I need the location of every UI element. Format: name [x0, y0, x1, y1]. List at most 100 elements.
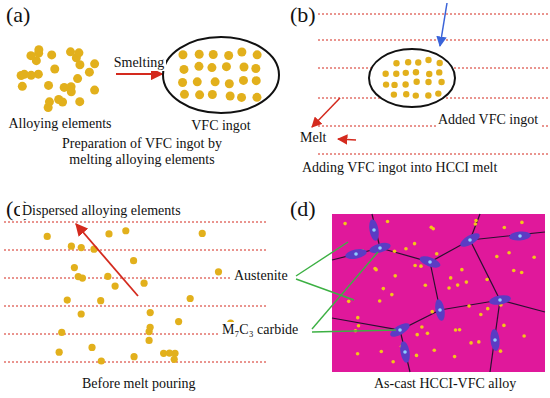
alloy-dot — [419, 264, 423, 268]
caption-text: Preparation of VFC ingot by melting allo… — [40, 136, 244, 168]
alloy-dot — [64, 296, 71, 303]
carbide — [458, 231, 482, 250]
alloy-dot — [211, 77, 220, 86]
carbide-core — [398, 328, 402, 332]
carbide-core — [468, 238, 472, 242]
alloy-dot — [45, 97, 54, 106]
carbide-core — [372, 228, 376, 232]
alloy-dot — [194, 62, 203, 71]
alloy-dot — [391, 360, 395, 364]
alloy-dot — [458, 328, 462, 332]
melt-line — [4, 250, 268, 251]
alloy-dot — [54, 95, 63, 104]
carbide — [488, 294, 511, 307]
melt-line — [318, 154, 548, 155]
alloy-dot — [215, 268, 222, 275]
alloy-dot — [44, 233, 51, 240]
carbide-core — [493, 338, 497, 342]
alloy-dot — [104, 273, 111, 280]
grain-boundary — [490, 300, 500, 372]
alloy-dot — [430, 310, 434, 314]
alloy-dot — [44, 81, 53, 90]
alloy-dot — [405, 59, 411, 65]
alloy-dot — [166, 350, 173, 357]
carbide — [368, 218, 381, 241]
alloy-dot — [146, 328, 153, 335]
alloy-dot — [520, 221, 524, 225]
carbide — [418, 254, 442, 270]
alloy-dot — [393, 60, 399, 66]
alloy-dot — [112, 282, 119, 289]
alloy-dot — [460, 268, 464, 272]
alloy-dot — [420, 325, 424, 329]
alloy-dot — [415, 59, 421, 65]
alloy-dot — [253, 50, 262, 59]
alloy-dot — [390, 293, 394, 297]
alloy-dot — [68, 243, 75, 250]
melt-line — [4, 362, 268, 363]
alloy-dot — [27, 71, 36, 80]
alloy-dot — [382, 287, 386, 291]
alloy-dot — [224, 51, 233, 60]
ingot-ellipse: Added VFC ingot — [366, 46, 540, 128]
smelting-arrow — [116, 73, 162, 75]
alloy-dot — [222, 62, 231, 71]
panel-letter: (b) — [288, 2, 318, 27]
alloy-dot — [380, 350, 384, 354]
carbide-core — [518, 234, 522, 238]
alloy-dot — [88, 344, 95, 351]
leader-line — [312, 252, 378, 329]
alloy-dot — [347, 300, 351, 304]
alloy-dot — [425, 79, 431, 85]
alloy-dot — [520, 271, 524, 275]
alloy-dot — [199, 230, 206, 237]
alloy-dot — [413, 69, 419, 75]
alloy-dot — [50, 64, 59, 73]
carbide-core — [403, 350, 407, 354]
alloy-dot — [495, 255, 499, 259]
alloy-dot — [499, 349, 503, 353]
alloy-dot — [98, 357, 105, 364]
alloy-dot — [391, 82, 397, 88]
alloy-dot — [532, 255, 536, 259]
caption-text: Dispersed alloying elements — [20, 203, 183, 219]
alloy-dot — [486, 307, 490, 311]
alloy-dot — [391, 91, 397, 97]
alloy-dot — [239, 76, 248, 85]
melt-line — [4, 222, 268, 223]
panel-letter: (d) — [288, 196, 318, 221]
alloy-dot — [393, 70, 399, 76]
add-arrow — [440, 3, 447, 46]
alloy-dot — [426, 71, 432, 77]
alloy-dot — [85, 68, 94, 77]
grain-boundary — [470, 240, 500, 300]
alloy-dot — [386, 220, 390, 224]
alloy-dot — [56, 349, 63, 356]
alloy-dot — [413, 242, 417, 246]
alloy-dot — [178, 50, 187, 59]
alloy-dot — [403, 91, 409, 97]
caption-text: Austenite — [232, 268, 290, 284]
alloy-dot — [477, 340, 481, 344]
alloy-dot — [130, 257, 137, 264]
alloy-dot — [454, 328, 458, 332]
alloy-dot — [226, 92, 235, 101]
ingot-shape — [366, 46, 458, 110]
carbide-core — [498, 298, 502, 302]
alloy-dot — [122, 227, 129, 234]
alloy-dot — [18, 82, 27, 91]
leader-line — [296, 242, 348, 276]
alloy-dot — [343, 222, 347, 226]
melt-pointer — [338, 139, 356, 140]
alloy-dot — [240, 62, 249, 71]
alloy-dot — [436, 69, 442, 75]
ingot-shape — [160, 34, 282, 116]
alloy-dot — [403, 70, 409, 76]
carbide-core — [438, 308, 442, 312]
panel-letter: (a) — [4, 2, 32, 27]
alloy-dot — [130, 353, 137, 360]
alloy-dot — [90, 86, 99, 95]
alloy-dot — [187, 295, 194, 302]
alloy-dot — [175, 318, 182, 325]
dot-cluster — [6, 32, 114, 114]
